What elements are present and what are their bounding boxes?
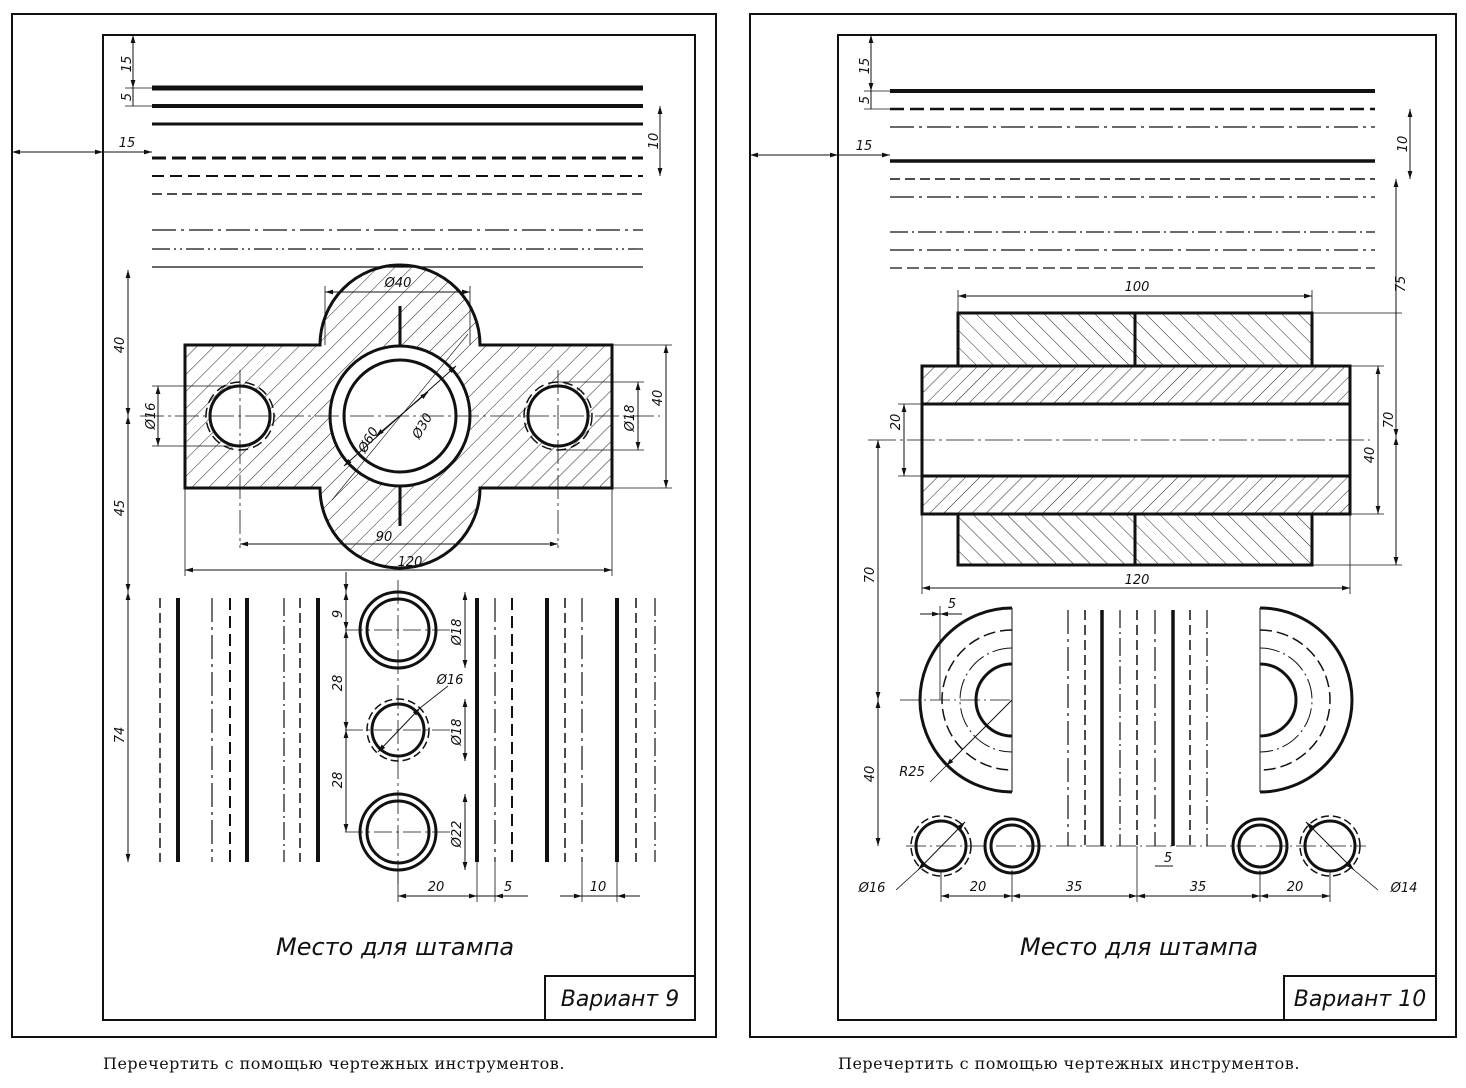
sheet-variant-10: 15 5 15 10 75 100 2 [749,13,1457,1038]
plate-section [140,263,660,570]
line-types [152,85,643,268]
dim-75: 75 [1394,276,1409,293]
dim-40-left: 40 [863,766,878,783]
bushing-section [868,311,1370,567]
dim-120: 120 [398,555,423,570]
dim-28-upper: 28 [331,675,346,692]
variant-label: Вариант 9 [561,987,680,1012]
dim-5-middle: 5 [1164,851,1172,866]
dim-15-top: 15 [858,58,873,75]
dim-10-lower: 10 [590,880,607,895]
variant-label: Вариант 10 [1294,987,1427,1012]
stamp-placeholder: Место для штампа [276,933,514,961]
dim-40-left: 40 [113,337,128,354]
dim-diam-16: Ø16 [858,881,886,896]
sheet-outer-border [11,13,717,1038]
half-ring-left [900,606,1013,794]
dim-diam-18-hole: Ø18 [623,405,638,433]
dim-diam-18-top: Ø18 [450,619,465,647]
caption-left: Перечертить с помощью чертежных инструме… [103,1054,565,1073]
variant-box [1283,975,1437,1021]
dim-120: 120 [1125,573,1150,588]
dim-70-right: 70 [1382,412,1397,429]
dim-diam-16: Ø16 [436,673,464,688]
dim-28-lower: 28 [331,772,346,789]
sheet-inner-frame [837,34,1437,1021]
dim-10: 10 [1396,136,1411,153]
dim-70-left: 70 [863,567,878,584]
line-samples-lower [1067,610,1208,846]
dim-radius-25: R25 [899,765,925,780]
dim-100: 100 [1125,280,1150,295]
dim-15-top: 15 [120,56,135,73]
dim-15-left: 15 [119,136,136,151]
line-samples-lower [125,592,656,862]
dim-diam-14: Ø14 [1390,881,1418,896]
dim-diam-16-hole: Ø16 [144,403,159,431]
dim-diam-18-middle: Ø18 [450,719,465,747]
caption-right: Перечертить с помощью чертежных инструме… [838,1054,1300,1073]
dim-20: 20 [428,880,445,895]
dim-20-left: 20 [970,880,987,895]
sheet-variant-9: 15 5 15 10 [11,13,717,1038]
dim-10: 10 [647,133,662,150]
dim-5: 5 [120,93,135,101]
dim-40-right: 40 [1363,447,1378,464]
dim-diam-40: Ø40 [384,276,412,291]
dim-5-lower: 5 [504,880,512,895]
dim-40-right: 40 [651,390,666,407]
line-types [890,89,1375,269]
variant-box [544,975,696,1021]
half-ring-right [1259,606,1354,794]
dim-5-top: 5 [948,597,956,612]
sheet-inner-frame [102,34,696,1021]
dim-20-right: 20 [1287,880,1304,895]
dim-9: 9 [331,610,346,618]
dim-20: 20 [889,414,904,431]
dim-45: 45 [113,500,128,517]
dim-5: 5 [858,96,873,104]
dim-diam-22: Ø22 [450,821,465,849]
dim-15-left: 15 [856,139,873,154]
dim-35-right: 35 [1190,880,1207,895]
sheet-outer-border [749,13,1457,1038]
dim-74: 74 [113,727,128,744]
dim-90: 90 [376,530,393,545]
stamp-placeholder: Место для штампа [1020,933,1258,961]
dim-35-left: 35 [1066,880,1083,895]
circle-samples [345,580,450,884]
